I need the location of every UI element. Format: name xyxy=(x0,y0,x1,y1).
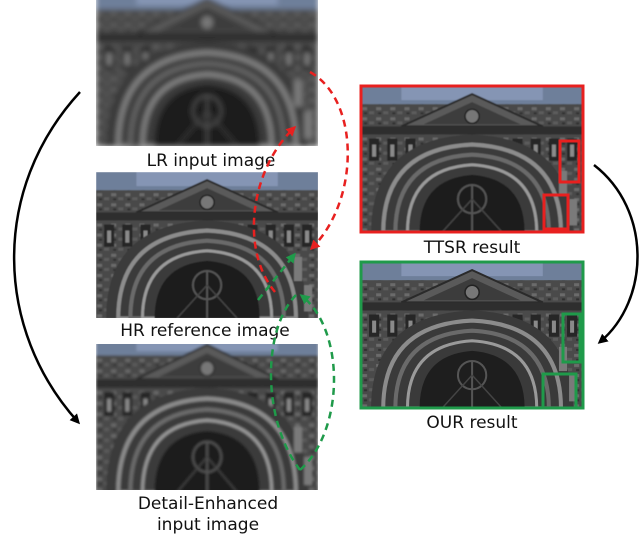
ttsr-highlight-box-bottom xyxy=(542,193,570,231)
ttsr-result-caption: TTSR result xyxy=(423,238,521,258)
our-result-image xyxy=(361,262,583,408)
detail-enhanced-image xyxy=(96,336,318,493)
detail-enhanced-caption-line2: input image xyxy=(157,515,259,535)
ttsr-result-frame xyxy=(359,84,585,234)
ttsr-highlight-box-top xyxy=(558,139,581,184)
our-match-arrow-3 xyxy=(257,252,296,301)
our-result-frame xyxy=(359,260,585,410)
hr-reference-caption: HR reference image xyxy=(120,321,290,341)
lr-input-image xyxy=(96,0,318,147)
ttsr-match-arrow-2 xyxy=(252,125,297,293)
our-match-arrow-2 xyxy=(299,294,336,471)
our-highlight-box-bottom xyxy=(541,372,578,410)
hr-reference-image xyxy=(96,172,318,318)
our-result-caption: OUR result xyxy=(426,413,517,433)
ttsr-result-image xyxy=(361,86,583,232)
our-match-arrow-1 xyxy=(269,294,301,471)
ttsr-match-arrow-1 xyxy=(309,70,349,251)
lr-to-enhanced-arrow xyxy=(12,91,81,425)
ttsr-to-our-arrow xyxy=(593,164,639,344)
detail-enhanced-caption-line1: Detail-Enhanced xyxy=(138,494,278,514)
our-highlight-box-top xyxy=(561,312,582,364)
lr-input-caption: LR input image xyxy=(147,151,276,171)
